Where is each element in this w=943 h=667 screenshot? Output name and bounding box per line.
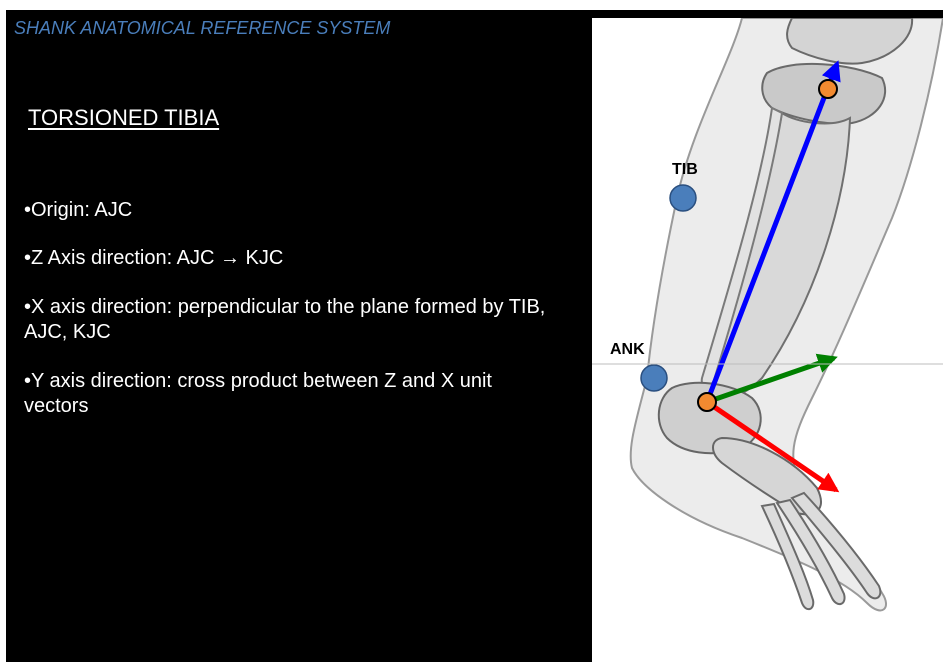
bullet-y-axis: •Y axis direction: cross product between… bbox=[24, 369, 554, 419]
ajc-joint-center bbox=[698, 393, 716, 411]
section-heading: TORSIONED TIBIA bbox=[28, 105, 219, 131]
tib-marker bbox=[670, 185, 696, 211]
bullet-z-axis: •Z Axis direction: AJC → KJC bbox=[24, 246, 554, 271]
ank-marker bbox=[641, 365, 667, 391]
bullet-x-axis: •X axis direction: perpendicular to the … bbox=[24, 295, 554, 345]
slide-title: SHANK ANATOMICAL REFERENCE SYSTEM bbox=[14, 18, 390, 39]
leg-skeleton-figure: TIB ANK bbox=[592, 18, 943, 662]
bullet-origin: •Origin: AJC bbox=[24, 198, 554, 223]
kjc-joint-center bbox=[819, 80, 837, 98]
leg-diagram-svg: TIB ANK bbox=[592, 18, 943, 662]
tib-label: TIB bbox=[672, 161, 698, 178]
ank-label: ANK bbox=[610, 341, 645, 358]
